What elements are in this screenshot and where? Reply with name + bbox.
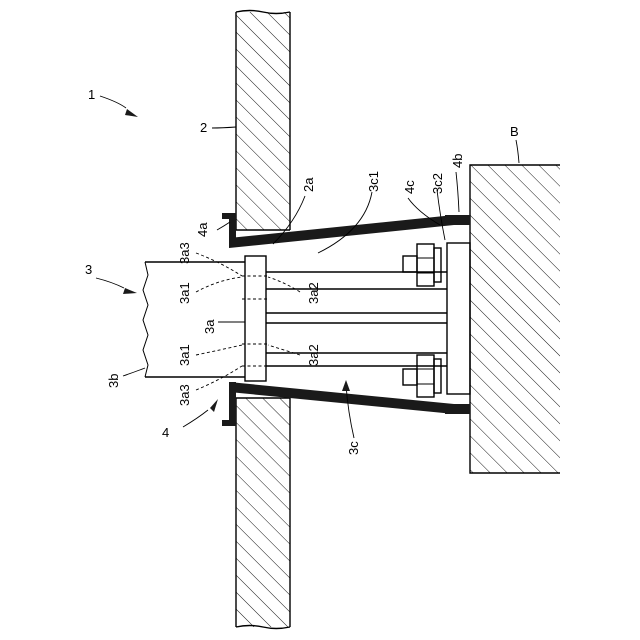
- label-3a1-bottom: 3a1: [177, 344, 192, 366]
- mounting-plate-3c2: [447, 243, 470, 394]
- panel-2-lower: [236, 398, 290, 629]
- bolt-upper: [403, 244, 441, 286]
- label-4c: 4c: [402, 180, 417, 194]
- cover-member-4: [222, 213, 470, 426]
- label-3a3-top: 3a3: [177, 242, 192, 264]
- label-3c1: 3c1: [366, 171, 381, 192]
- label-3a1-top: 3a1: [177, 282, 192, 304]
- label-3a2-bottom: 3a2: [306, 344, 321, 366]
- label-3a: 3a: [202, 319, 217, 334]
- panel-2-upper: [236, 11, 290, 231]
- base-b: [470, 165, 560, 473]
- label-2a: 2a: [301, 177, 316, 192]
- label-b: B: [510, 124, 519, 139]
- label-4b: 4b: [450, 154, 465, 168]
- body-3b: [143, 262, 245, 377]
- label-3a3-bottom: 3a3: [177, 384, 192, 406]
- bolt-lower: [403, 355, 441, 397]
- label-3b: 3b: [106, 374, 121, 388]
- label-4: 4: [162, 425, 169, 440]
- label-1: 1: [88, 87, 95, 102]
- reference-labels: 1 2 B 3 4 2a 4a 3c1 4c 3c2 4b 3a3 3a1 3a…: [85, 87, 519, 455]
- label-3: 3: [85, 262, 92, 277]
- label-3c2: 3c2: [430, 173, 445, 194]
- label-3a2-top: 3a2: [306, 282, 321, 304]
- label-3c: 3c: [346, 441, 361, 455]
- leader-lines: [96, 96, 519, 438]
- label-4a: 4a: [195, 222, 210, 237]
- label-2: 2: [200, 120, 207, 135]
- flange-3a: [242, 256, 268, 381]
